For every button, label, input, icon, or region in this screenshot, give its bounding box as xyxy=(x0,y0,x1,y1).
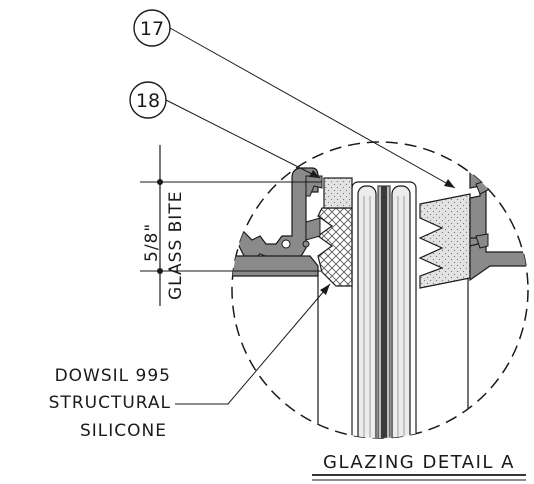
silicone-note-line-2: STRUCTURAL xyxy=(49,393,171,413)
spacer-tape xyxy=(323,177,353,209)
dimension-value: 5/8" xyxy=(142,223,162,262)
silicone-note-leader xyxy=(175,283,331,405)
callout-18-leader xyxy=(165,99,321,179)
callout-17-number: 17 xyxy=(140,18,164,40)
insulated-glass-unit xyxy=(351,181,417,438)
callout-17-bubble[interactable]: 17 xyxy=(133,9,171,47)
glass-bite-dimension xyxy=(140,145,322,306)
wedge-gasket xyxy=(418,193,471,289)
callout-18-number: 18 xyxy=(136,90,160,112)
structural-silicone xyxy=(316,207,353,287)
silicone-note-line-1: DOWSIL 995 xyxy=(55,366,171,386)
detail-title: GLAZING DETAIL A xyxy=(323,452,515,473)
right-frame-profile xyxy=(469,148,528,282)
callout-18-bubble[interactable]: 18 xyxy=(129,81,167,119)
callout-17-leader xyxy=(169,27,456,189)
detail-interior xyxy=(232,148,528,438)
silicone-note-line-3: SILICONE xyxy=(80,421,167,441)
dimension-label: GLASS BITE xyxy=(166,191,186,300)
